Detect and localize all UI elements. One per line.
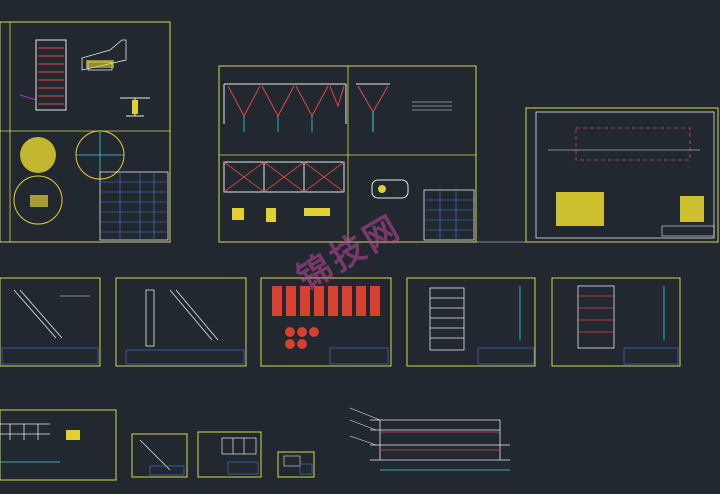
sheet-frame bbox=[0, 409, 117, 481]
detail-hatch bbox=[30, 195, 48, 207]
sheet-hatched-columns[interactable] bbox=[260, 277, 392, 367]
title-block bbox=[661, 225, 715, 237]
sheet-railing[interactable] bbox=[0, 409, 117, 481]
title-block bbox=[299, 463, 313, 475]
ladder-frame bbox=[577, 285, 615, 349]
sheet-frame bbox=[0, 21, 171, 243]
hopper-plan-view bbox=[223, 161, 345, 193]
sheet-ladder-elevation-1[interactable] bbox=[406, 277, 536, 367]
stair-flight bbox=[13, 289, 63, 339]
sheet-small-2[interactable] bbox=[197, 431, 262, 478]
sheet-frame bbox=[218, 65, 477, 243]
sheet-plan-right[interactable] bbox=[525, 107, 719, 243]
sheet-frame bbox=[197, 431, 262, 478]
leader-lines bbox=[349, 407, 381, 446]
sheet-frame bbox=[406, 277, 536, 367]
pipe-hatch bbox=[378, 185, 386, 193]
sheet-small-3[interactable] bbox=[277, 451, 315, 478]
section-red-lines bbox=[380, 431, 500, 451]
plan-diagonals bbox=[223, 161, 345, 193]
title-block bbox=[477, 347, 535, 365]
frame-elevation bbox=[221, 437, 257, 455]
detail-callout-circle bbox=[13, 175, 63, 225]
sheet-frame bbox=[525, 107, 719, 243]
title-block bbox=[149, 465, 185, 476]
leader-line bbox=[19, 94, 37, 101]
circular-hatched-section bbox=[20, 137, 56, 173]
i-beam-hatch bbox=[132, 100, 138, 114]
title-block bbox=[99, 171, 169, 241]
outline-dashed bbox=[575, 127, 691, 161]
sheet-frame bbox=[551, 277, 681, 367]
notes-text-lines bbox=[412, 101, 452, 111]
hopper-legs bbox=[243, 116, 313, 132]
sheet-stair-2[interactable] bbox=[115, 277, 247, 367]
railing-elevation bbox=[0, 423, 50, 440]
hopper-elevation bbox=[223, 83, 347, 124]
title-block bbox=[329, 347, 389, 365]
drawing-section-elevation[interactable] bbox=[349, 407, 510, 471]
sheet-stair-1[interactable] bbox=[0, 277, 101, 367]
sheet-stair-detail-top-left[interactable] bbox=[0, 21, 171, 243]
ladder-rungs bbox=[38, 47, 64, 105]
stair-flight bbox=[169, 289, 219, 341]
detail bbox=[283, 455, 301, 467]
sheet-frame bbox=[0, 277, 101, 367]
ladder-rungs bbox=[578, 295, 614, 333]
title-block bbox=[423, 189, 475, 241]
hatched-columns bbox=[272, 286, 380, 316]
stair-stringer bbox=[145, 289, 155, 347]
sheet-frame bbox=[277, 451, 315, 478]
sheet-hopper-structure[interactable] bbox=[218, 65, 477, 243]
stair-line bbox=[139, 439, 171, 471]
sheet-frame bbox=[260, 277, 392, 367]
section-body bbox=[370, 419, 510, 461]
pipe-detail bbox=[371, 179, 409, 199]
sheet-frame bbox=[115, 277, 247, 367]
hatch-block-right bbox=[680, 196, 704, 222]
hopper-side-elevation bbox=[356, 83, 390, 132]
sheet-ladder-elevation-2[interactable] bbox=[551, 277, 681, 367]
sheet-frame bbox=[131, 433, 188, 478]
title-block bbox=[1, 347, 99, 365]
ladder-rungs bbox=[430, 297, 464, 339]
ladder-frame bbox=[429, 287, 465, 351]
title-block bbox=[623, 347, 679, 365]
plan-hatch-details bbox=[232, 208, 330, 222]
hatched-circles bbox=[285, 327, 319, 349]
hatch-detail bbox=[66, 430, 80, 440]
hatch-patch bbox=[86, 60, 114, 68]
title-block bbox=[125, 349, 245, 365]
inner-border bbox=[535, 111, 715, 239]
sheet-small-1[interactable] bbox=[131, 433, 188, 478]
title-block bbox=[227, 461, 259, 475]
hatch-block-left bbox=[556, 192, 604, 226]
ladder-elevation bbox=[35, 39, 67, 111]
